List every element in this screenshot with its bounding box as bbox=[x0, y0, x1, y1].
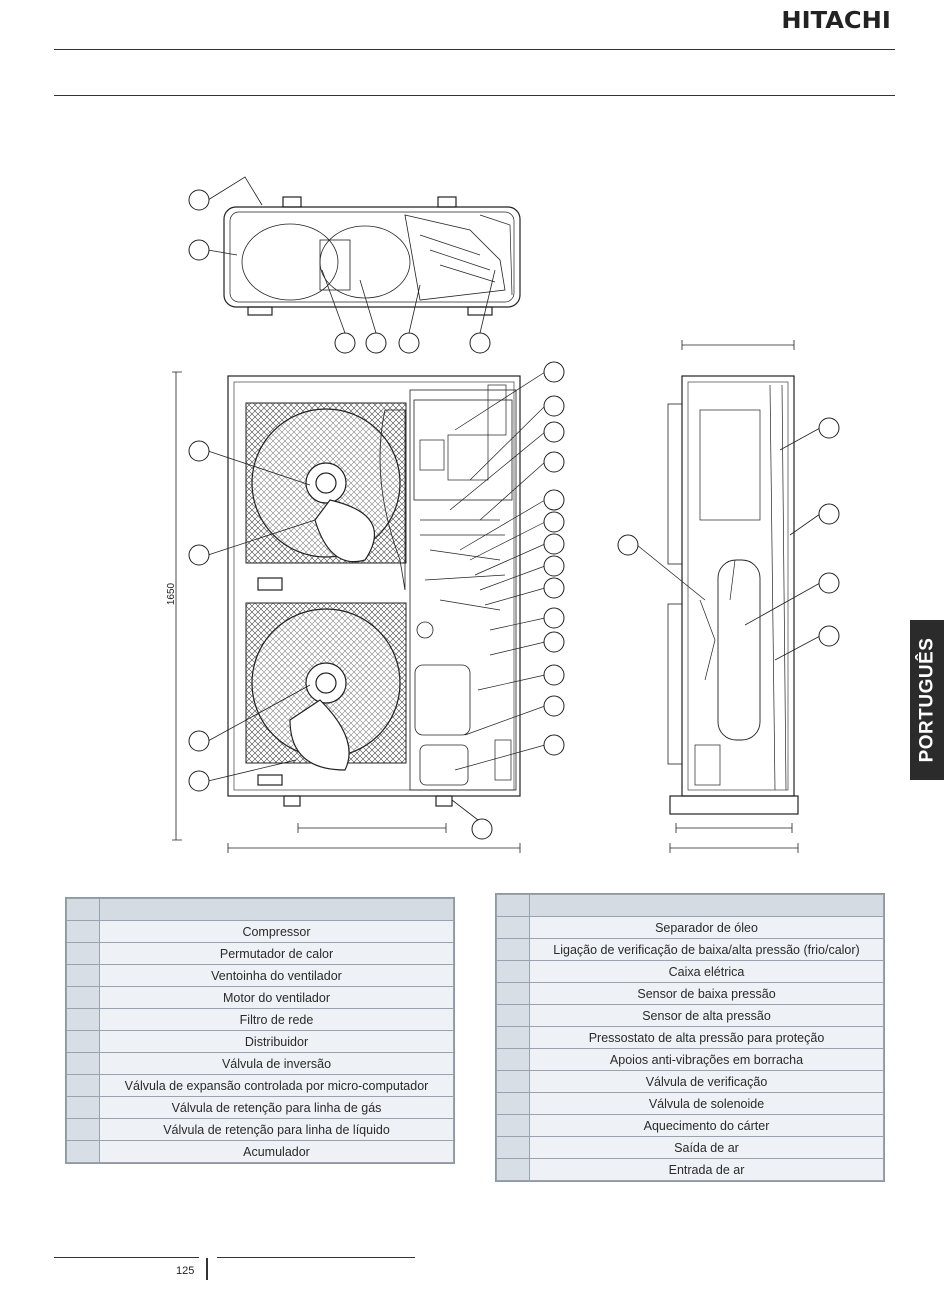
table-header-row bbox=[496, 894, 884, 917]
row-number-cell bbox=[66, 1140, 100, 1163]
table-row: Filtro de rede bbox=[66, 1008, 454, 1031]
table-row: Permutador de calor bbox=[66, 942, 454, 965]
table-row: Distribuidor bbox=[66, 1030, 454, 1053]
row-number-cell bbox=[496, 1092, 530, 1115]
table-row: Acumulador bbox=[66, 1140, 454, 1163]
table-row: Ligação de verificação de baixa/alta pre… bbox=[496, 938, 884, 961]
part-name-cell: Válvula de expansão controlada por micro… bbox=[99, 1074, 454, 1097]
table-row: Separador de óleo bbox=[496, 916, 884, 939]
part-name-cell: Válvula de verificação bbox=[529, 1070, 884, 1093]
row-number-cell bbox=[496, 960, 530, 983]
part-name-cell: Aquecimento do cárter bbox=[529, 1114, 884, 1137]
part-name-cell: Sensor de baixa pressão bbox=[529, 982, 884, 1005]
row-number-cell bbox=[496, 982, 530, 1005]
row-number-cell bbox=[496, 1070, 530, 1093]
callout-markers bbox=[188, 176, 840, 840]
part-name-cell: Motor do ventilador bbox=[99, 986, 454, 1009]
table-row: Válvula de retenção para linha de gás bbox=[66, 1096, 454, 1119]
part-name-cell: Separador de óleo bbox=[529, 916, 884, 939]
part-name-cell: Ligação de verificação de baixa/alta pre… bbox=[529, 938, 884, 961]
part-name-cell: Permutador de calor bbox=[99, 942, 454, 965]
header-rule-top bbox=[54, 49, 895, 50]
height-dimension-label: 1650 bbox=[166, 582, 177, 605]
row-number-cell bbox=[496, 1004, 530, 1027]
table-row: Motor do ventilador bbox=[66, 986, 454, 1009]
table-row: Válvula de verificação bbox=[496, 1070, 884, 1093]
part-name-cell: Acumulador bbox=[99, 1140, 454, 1163]
footer-rule-left bbox=[54, 1257, 199, 1258]
footer-separator bbox=[206, 1258, 208, 1280]
page-number: 125 bbox=[176, 1265, 195, 1277]
table-row: Válvula de inversão bbox=[66, 1052, 454, 1075]
row-number-cell bbox=[66, 1052, 100, 1075]
part-name-cell: Caixa elétrica bbox=[529, 960, 884, 983]
table-row: Pressostato de alta pressão para proteçã… bbox=[496, 1026, 884, 1049]
row-number-cell bbox=[66, 1096, 100, 1119]
part-name-cell: Compressor bbox=[99, 920, 454, 943]
table-row: Apoios anti-vibrações em borracha bbox=[496, 1048, 884, 1071]
part-name-cell: Ventoinha do ventilador bbox=[99, 964, 454, 987]
table-row: Válvula de expansão controlada por micro… bbox=[66, 1074, 454, 1097]
row-number-cell bbox=[496, 916, 530, 939]
row-number-cell bbox=[66, 1118, 100, 1141]
table-row: Caixa elétrica bbox=[496, 960, 884, 983]
row-number-cell bbox=[66, 986, 100, 1009]
part-name-cell: Pressostato de alta pressão para proteçã… bbox=[529, 1026, 884, 1049]
part-name-cell: Válvula de retenção para linha de gás bbox=[99, 1096, 454, 1119]
table-row: Ventoinha do ventilador bbox=[66, 964, 454, 987]
table-row: Sensor de alta pressão bbox=[496, 1004, 884, 1027]
table-row: Válvula de retenção para linha de líquid… bbox=[66, 1118, 454, 1141]
row-number-cell bbox=[66, 942, 100, 965]
table-header-row bbox=[66, 898, 454, 921]
top-view bbox=[223, 196, 521, 316]
row-number-cell bbox=[496, 1114, 530, 1137]
part-name-cell: Sensor de alta pressão bbox=[529, 1004, 884, 1027]
part-name-cell: Saída de ar bbox=[529, 1136, 884, 1159]
table-row: Saída de ar bbox=[496, 1136, 884, 1159]
part-name-cell: Distribuidor bbox=[99, 1030, 454, 1053]
part-name-cell: Filtro de rede bbox=[99, 1008, 454, 1031]
row-number-cell bbox=[496, 1136, 530, 1159]
part-name-cell: Válvula de solenoide bbox=[529, 1092, 884, 1115]
row-number-cell bbox=[66, 1008, 100, 1031]
table-row: Compressor bbox=[66, 920, 454, 943]
table-row: Aquecimento do cárter bbox=[496, 1114, 884, 1137]
row-number-cell bbox=[66, 1074, 100, 1097]
part-name-cell: Válvula de inversão bbox=[99, 1052, 454, 1075]
row-number-cell bbox=[66, 1030, 100, 1053]
row-number-cell bbox=[496, 1158, 530, 1181]
unit-technical-drawing: 1650 bbox=[166, 176, 840, 853]
side-view bbox=[667, 340, 799, 853]
row-number-cell bbox=[496, 938, 530, 961]
part-name-cell: Apoios anti-vibrações em borracha bbox=[529, 1048, 884, 1071]
row-number-cell bbox=[66, 964, 100, 987]
part-name-cell: Válvula de retenção para linha de líquid… bbox=[99, 1118, 454, 1141]
part-name-cell: Entrada de ar bbox=[529, 1158, 884, 1181]
front-view bbox=[172, 371, 521, 853]
row-number-cell bbox=[496, 1048, 530, 1071]
table-row: Válvula de solenoide bbox=[496, 1092, 884, 1115]
row-number-cell bbox=[66, 920, 100, 943]
header-rule-bottom bbox=[54, 95, 895, 96]
language-side-tab: PORTUGUÊS bbox=[910, 620, 944, 780]
table-row: Entrada de ar bbox=[496, 1158, 884, 1181]
row-number-cell bbox=[496, 1026, 530, 1049]
table-row: Sensor de baixa pressão bbox=[496, 982, 884, 1005]
brand-logo: HITACHI bbox=[781, 8, 891, 34]
footer-rule-right bbox=[217, 1257, 415, 1258]
